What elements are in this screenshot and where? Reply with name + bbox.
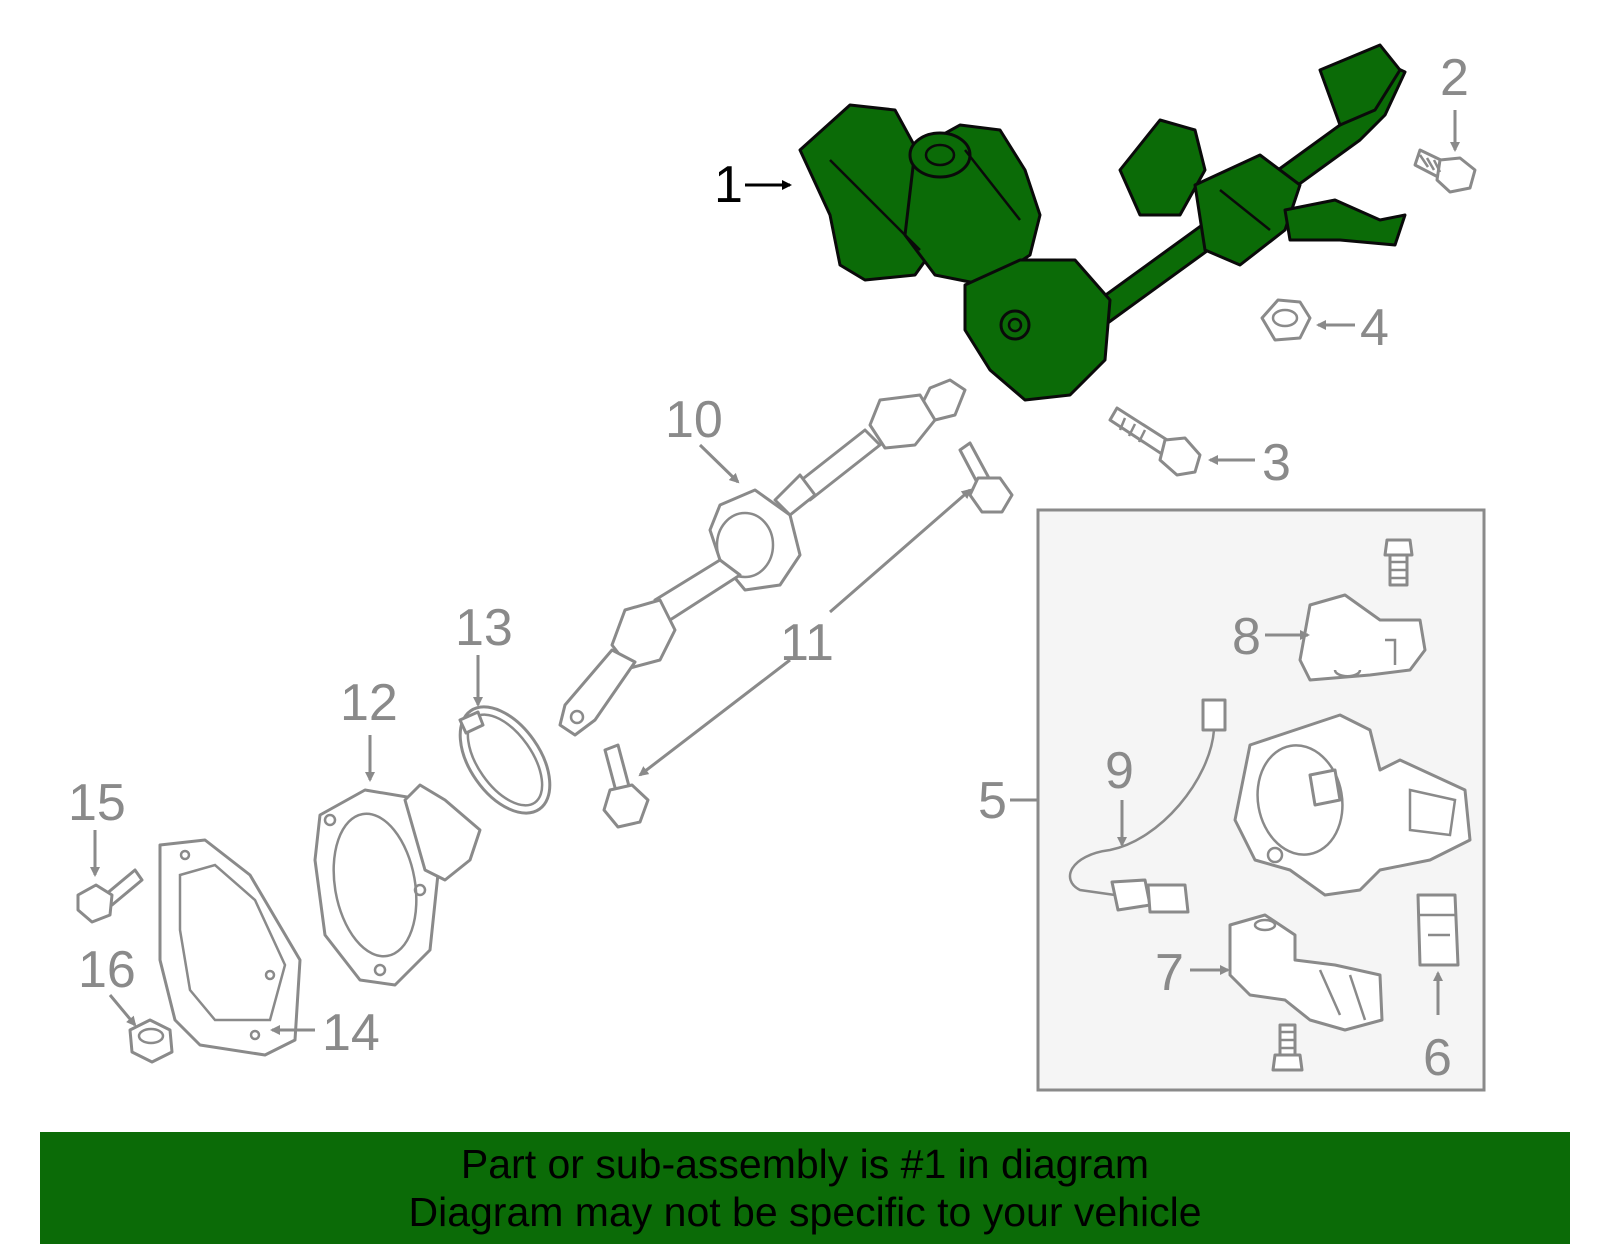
- bolt-2[interactable]: [1413, 148, 1477, 194]
- callout-10-leader: [698, 443, 740, 484]
- banner-line-1: Part or sub-assembly is #1 in diagram: [460, 1141, 1150, 1187]
- callout-9[interactable]: 9: [1105, 742, 1134, 800]
- callout-7[interactable]: 7: [1155, 944, 1184, 1002]
- nut-16[interactable]: [128, 1018, 174, 1064]
- cover-plate-14[interactable]: [158, 838, 302, 1057]
- callout-11[interactable]: 11: [780, 614, 834, 672]
- screw-top[interactable]: [1383, 538, 1414, 587]
- callout-11-leader-b: [638, 658, 791, 777]
- lock-housing[interactable]: [1233, 713, 1472, 897]
- callout-16[interactable]: 16: [78, 941, 136, 999]
- bolt-11-upper[interactable]: [958, 441, 1014, 514]
- callout-14[interactable]: 14: [322, 1004, 380, 1062]
- info-banner: Part or sub-assembly is #1 in diagram Di…: [40, 1132, 1570, 1244]
- callout-6[interactable]: 6: [1423, 1029, 1452, 1087]
- callout-5[interactable]: 5: [978, 772, 1007, 830]
- callout-2[interactable]: 2: [1440, 49, 1469, 107]
- clip-4[interactable]: [1260, 298, 1312, 342]
- callout-13[interactable]: 13: [455, 599, 513, 657]
- callout-11-leader-a: [829, 488, 972, 614]
- clamp-ring-13[interactable]: [442, 691, 568, 829]
- seal-boot-12[interactable]: [313, 783, 482, 987]
- banner-line-2: Diagram may not be specific to your vehi…: [408, 1189, 1202, 1235]
- steering-column-assembly[interactable]: [798, 43, 1407, 402]
- callout-12[interactable]: 12: [340, 674, 398, 732]
- bolt-15[interactable]: [76, 868, 144, 924]
- callout-3[interactable]: 3: [1262, 434, 1291, 492]
- bolt-11-lower[interactable]: [602, 743, 650, 829]
- callout-10[interactable]: 10: [665, 391, 723, 449]
- switch-6[interactable]: [1416, 893, 1460, 967]
- callout-8[interactable]: 8: [1232, 608, 1261, 666]
- callout-1[interactable]: 1: [714, 156, 743, 214]
- bracket-8[interactable]: [1298, 593, 1427, 682]
- parts-diagram: 1 2 3 4 10: [68, 43, 1486, 1092]
- callout-16-leader: [108, 994, 137, 1027]
- bolt-3[interactable]: [1108, 406, 1202, 477]
- screw-bottom[interactable]: [1271, 1023, 1304, 1072]
- wire-harness-9[interactable]: [1068, 698, 1227, 914]
- callout-15[interactable]: 15: [68, 774, 126, 832]
- intermediate-shaft-10[interactable]: [558, 378, 967, 737]
- callout-4[interactable]: 4: [1360, 299, 1389, 357]
- actuator-7[interactable]: [1228, 913, 1384, 1032]
